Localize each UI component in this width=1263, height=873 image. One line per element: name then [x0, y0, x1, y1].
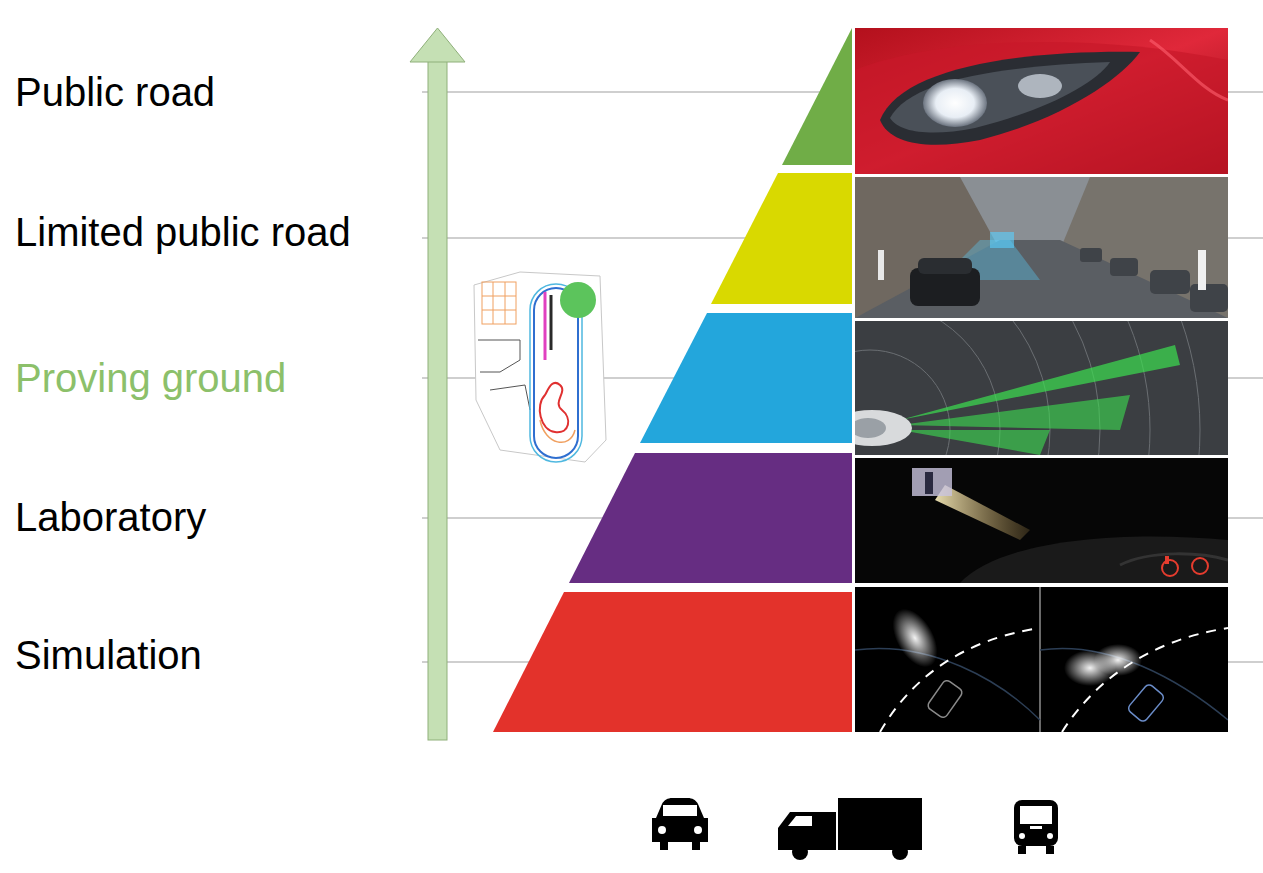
simulation-image [855, 587, 1228, 732]
track-map [474, 272, 606, 462]
level-label: Proving ground [15, 354, 286, 402]
vehicle-icon [652, 798, 1058, 860]
level-label: Limited public road [15, 208, 351, 256]
street-photo [855, 177, 1228, 318]
progress-arrow [410, 28, 465, 740]
level-label: Public road [15, 68, 215, 116]
night-photo [855, 458, 1228, 583]
headlight-photo [855, 28, 1228, 174]
level-line [422, 92, 1263, 662]
level-label: Laboratory [15, 493, 206, 541]
sensor-photo [855, 321, 1228, 455]
level-label: Simulation [15, 631, 202, 679]
